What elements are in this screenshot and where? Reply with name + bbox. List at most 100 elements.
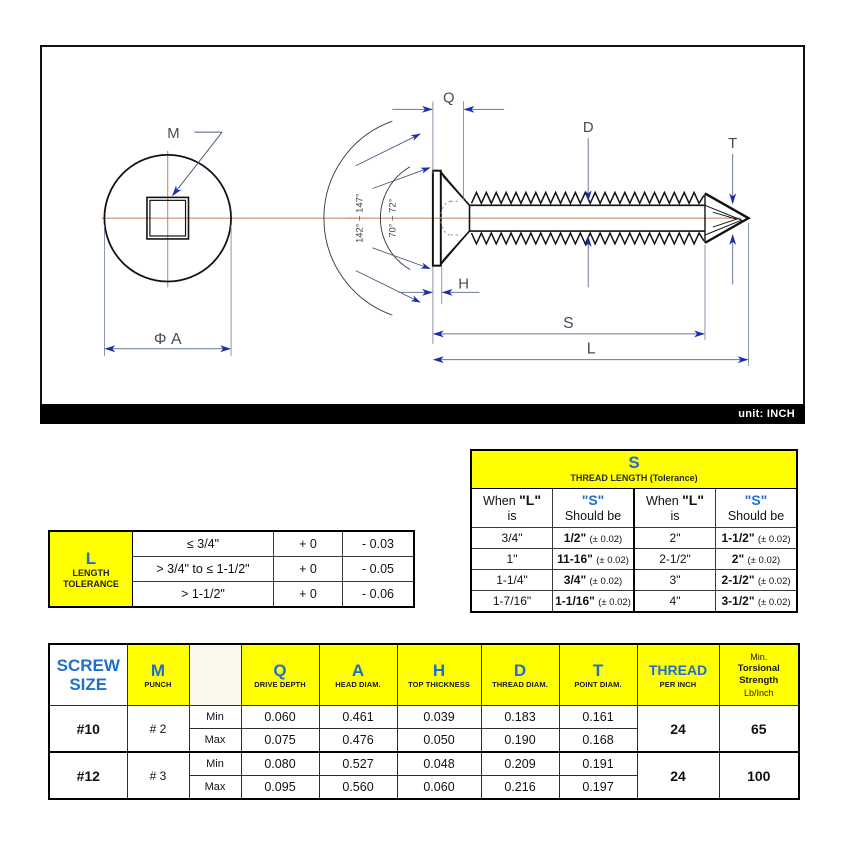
l-plus-tolerance: + 0 [273, 556, 343, 582]
header-d-desc: THREAD DIAM. [492, 679, 548, 689]
s-tolerance: (± 0.02) [757, 597, 791, 608]
s-value-text: 3/4" [563, 573, 587, 587]
s-value-text: 11-16" [557, 552, 593, 566]
s-header-when-l-left: When "L" is [470, 488, 553, 528]
header-q-symbol: Q [273, 660, 287, 680]
q-value: 0.075 [240, 728, 320, 753]
h-value: 0.050 [396, 728, 482, 753]
h-value: 0.048 [396, 751, 482, 776]
header-torsional-line2: Torsional [737, 663, 780, 674]
punch-value: # 2 [126, 705, 190, 753]
h-value: 0.060 [396, 775, 482, 800]
d-value: 0.190 [480, 728, 560, 753]
header-h-symbol: H [432, 660, 446, 680]
q-value: 0.080 [240, 751, 320, 776]
s-quoted-right: "S" [744, 491, 768, 508]
s-value-text: 1/2" [563, 531, 587, 545]
header-thread-desc: PER INCH [659, 679, 697, 689]
table-row: 1-1/4" 3/4" (± 0.02) 3" 2-1/2" (± 0.02) [470, 569, 798, 591]
screw-size-value: #12 [48, 751, 128, 800]
table-row: Max 0.095 0.560 0.060 0.216 0.197 [49, 775, 799, 800]
label-phi-a: Φ A [154, 331, 182, 348]
header-t-desc: POINT DIAM. [574, 679, 622, 689]
when-text-left: When [483, 493, 516, 508]
header-thread-per-inch: THREAD PER INCH [636, 643, 720, 706]
l-value: 3/4" [470, 527, 553, 549]
header-a-desc: HEAD DIAM. [335, 679, 381, 689]
l-value: 1-1/4" [470, 569, 553, 591]
h-value: 0.039 [396, 705, 482, 729]
s-value: 1-1/16" (± 0.02) [552, 590, 635, 613]
t-value: 0.197 [558, 775, 638, 800]
header-q-drive-depth: Q DRIVE DEPTH [240, 643, 320, 706]
s-value-text: 2-1/2" [721, 573, 755, 587]
label-s: S [563, 315, 574, 332]
table-row: > 1-1/2" + 0 - 0.06 [49, 581, 415, 608]
torsional-strength-value: 65 [718, 705, 800, 753]
header-torsional-line1: Min. [750, 652, 768, 662]
s-value: 2" (± 0.02) [715, 548, 798, 570]
minmax-label: Min [188, 751, 242, 776]
s-value: 11-16" (± 0.02) [552, 548, 635, 570]
is-text-left: is [507, 508, 517, 523]
l-value: 1" [470, 548, 553, 570]
table-row: #12 # 3 Min 0.080 0.527 0.048 0.209 0.19… [48, 751, 800, 800]
technical-drawing-panel: M Φ A 142° ~ 147° 70° ~ 72° [40, 45, 805, 423]
spec-header-row: SCREW SIZE M PUNCH Q DRIVE DEPTH A HEAD … [48, 643, 800, 706]
header-d-thread-diam: D THREAD DIAM. [480, 643, 560, 706]
minmax-label: Max [188, 775, 242, 800]
l-plus-tolerance: + 0 [273, 581, 343, 608]
label-l: L [587, 341, 596, 358]
s-table-symbol: S [628, 453, 640, 472]
table-row: 1" 11-16" (± 0.02) 2-1/2" 2" (± 0.02) [470, 548, 798, 570]
s-tolerance: (± 0.02) [757, 576, 791, 587]
unit-bar: unit: INCH [40, 404, 805, 424]
l-value: 4" [633, 590, 716, 613]
length-tolerance-table: L LENGTH TOLERANCE ≤ 3/4" + 0 - 0.03 > 3… [48, 530, 415, 608]
punch-value: # 3 [126, 751, 190, 800]
header-t-symbol: T [592, 660, 604, 680]
s-table-header-row: When "L" is "S" Should be When "L" is "S… [470, 488, 798, 528]
l-minus-tolerance: - 0.05 [342, 556, 415, 582]
l-value: 2-1/2" [633, 548, 716, 570]
l-value: 3" [633, 569, 716, 591]
minmax-label: Min [188, 705, 242, 729]
l-minus-tolerance: - 0.03 [342, 530, 415, 557]
header-a-head-diam: A HEAD DIAM. [318, 643, 398, 706]
l-quoted-right: "L" [682, 491, 704, 508]
s-value-text: 2" [731, 552, 745, 566]
s-table-title-cell: S THREAD LENGTH (Tolerance) [470, 449, 798, 489]
label-t: T [728, 136, 737, 152]
header-torsional-line4: Lb/Inch [743, 688, 774, 698]
d-value: 0.216 [480, 775, 560, 800]
minmax-label: Max [188, 728, 242, 753]
screw-drawing: M Φ A 142° ~ 147° 70° ~ 72° [101, 90, 751, 366]
header-a-symbol: A [351, 660, 365, 680]
s-table-subtitle: THREAD LENGTH (Tolerance) [570, 473, 698, 483]
label-d: D [583, 120, 594, 136]
table-row: 3/4" 1/2" (± 0.02) 2" 1-1/2" (± 0.02) [470, 527, 798, 549]
l-quoted-left: "L" [519, 491, 541, 508]
l-caption-line2: TOLERANCE [63, 578, 119, 589]
header-q-desc: DRIVE DEPTH [254, 679, 306, 689]
header-screw-size-line2: SIZE [69, 675, 108, 694]
l-minus-tolerance: - 0.06 [342, 581, 415, 608]
table-row: > 3/4" to ≤ 1-1/2" + 0 - 0.05 [49, 556, 415, 582]
label-q: Q [443, 90, 455, 106]
t-value: 0.168 [558, 728, 638, 753]
t-value: 0.161 [558, 705, 638, 729]
header-h-desc: TOP THICKNESS [408, 679, 470, 689]
label-m: M [167, 126, 179, 142]
should-be-text-left: Should be [564, 508, 622, 523]
s-tolerance: (± 0.02) [596, 555, 629, 566]
table-row: L LENGTH TOLERANCE ≤ 3/4" + 0 - 0.03 [48, 530, 415, 608]
q-value: 0.060 [240, 705, 320, 729]
label-angle-outer: 142° ~ 147° [354, 193, 365, 243]
header-screw-size-line1: SCREW [56, 656, 120, 675]
thread-per-inch-value: 24 [636, 751, 720, 800]
label-h: H [458, 276, 469, 292]
s-tolerance: (± 0.02) [747, 555, 781, 566]
d-value: 0.209 [480, 751, 560, 776]
s-header-should-be-left: "S" Should be [552, 488, 635, 528]
header-m-punch: M PUNCH [126, 643, 190, 706]
